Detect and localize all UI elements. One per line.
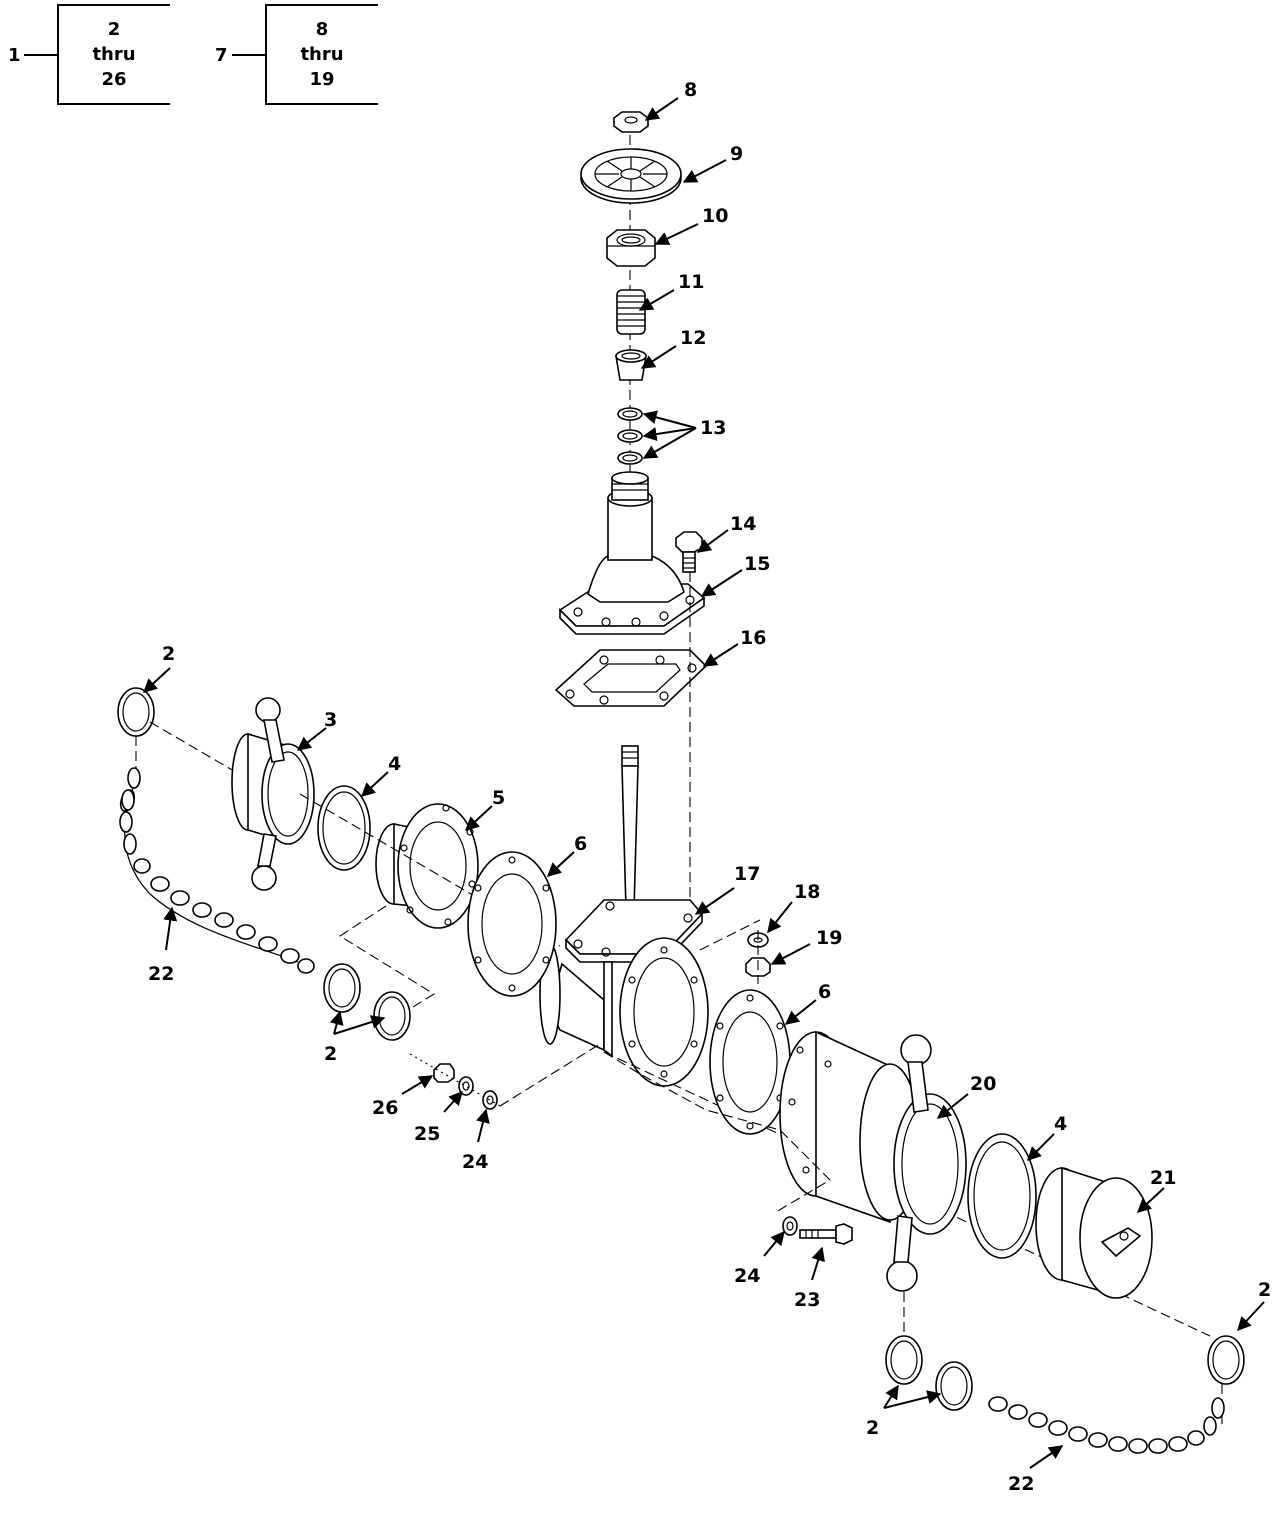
part-bolt-23 bbox=[799, 1223, 853, 1245]
part-spring bbox=[616, 289, 646, 335]
part-gasket-ring-left bbox=[317, 785, 371, 871]
group-box-line1: 8 bbox=[316, 19, 329, 40]
group-box-1: 1 2 thru 26 bbox=[8, 4, 170, 105]
bracket-line-right bbox=[603, 1051, 831, 1213]
callout-label: 18 bbox=[794, 881, 820, 903]
callout-label: 3 bbox=[324, 709, 337, 731]
callout-label: 2 bbox=[162, 643, 175, 665]
callout-label: 10 bbox=[702, 205, 728, 227]
callout-label: 15 bbox=[744, 553, 770, 575]
part-handwheel bbox=[580, 148, 682, 204]
part-gasket-ring-right bbox=[967, 1133, 1037, 1259]
part-flat-washer-left bbox=[482, 1090, 498, 1110]
callout-label: 11 bbox=[678, 271, 704, 293]
callout-label: 5 bbox=[492, 787, 505, 809]
group-box-index: 1 bbox=[8, 45, 21, 66]
part-chain-right bbox=[988, 1396, 1225, 1454]
group-box-line2: thru bbox=[92, 44, 135, 65]
part-flange-adapter bbox=[375, 803, 479, 929]
callout-arrows bbox=[142, 97, 1265, 1469]
part-bonnet bbox=[558, 471, 706, 635]
callout-label: 4 bbox=[1054, 1113, 1067, 1135]
part-chain-ring-lower-right-a bbox=[885, 1335, 923, 1385]
part-dust-plug bbox=[1035, 1166, 1153, 1299]
part-flat-washer-right bbox=[782, 1216, 798, 1236]
callout-label: 17 bbox=[734, 863, 760, 885]
part-chain-ring-lower-right-b bbox=[935, 1361, 973, 1411]
callout-label: 21 bbox=[1150, 1167, 1176, 1189]
part-gland bbox=[615, 349, 647, 381]
group-box-line3: 19 bbox=[309, 69, 334, 90]
callout-label: 14 bbox=[730, 513, 756, 535]
callout-label: 8 bbox=[684, 79, 697, 101]
part-chain-ring-right bbox=[1207, 1335, 1245, 1385]
part-valve-body bbox=[539, 899, 709, 1087]
axis-line-left bbox=[299, 793, 561, 947]
callout-label: 19 bbox=[816, 927, 842, 949]
group-box-line1: 2 bbox=[108, 19, 121, 40]
callout-label: 16 bbox=[740, 627, 766, 649]
callout-label: 6 bbox=[574, 833, 587, 855]
part-chain-ring-upper-left bbox=[117, 687, 155, 737]
part-lock-washer bbox=[458, 1076, 474, 1096]
callout-label: 2 bbox=[1258, 1279, 1271, 1301]
callout-label: 2 bbox=[324, 1043, 337, 1065]
callout-label: 12 bbox=[680, 327, 706, 349]
callout-label: 20 bbox=[970, 1073, 996, 1095]
callout-label: 13 bbox=[700, 417, 726, 439]
callout-label: 24 bbox=[462, 1151, 488, 1173]
part-chain-ring-lower-left-b bbox=[373, 991, 411, 1041]
hardware-axis-right bbox=[699, 919, 761, 951]
axis-line-left-upper bbox=[149, 721, 247, 779]
group-box-line3: 26 bbox=[101, 69, 126, 90]
callout-labels: 8 9 10 11 12 13 14 15 16 2 3 4 5 6 17 18… bbox=[148, 79, 1271, 1495]
bracket-line-left bbox=[338, 905, 436, 1011]
callout-label: 25 bbox=[414, 1123, 440, 1145]
part-bonnet-gasket bbox=[554, 649, 708, 707]
part-hex-nut-small bbox=[613, 111, 649, 133]
part-chain-left bbox=[119, 767, 315, 974]
callout-label: 6 bbox=[818, 981, 831, 1003]
callout-label: 22 bbox=[148, 963, 174, 985]
part-flange-gasket-right bbox=[709, 989, 791, 1135]
part-packing-nut bbox=[606, 229, 656, 267]
callout-label: 26 bbox=[372, 1097, 398, 1119]
part-cam-coupler-left bbox=[231, 697, 315, 891]
callout-label: 22 bbox=[1008, 1473, 1034, 1495]
part-flange-gasket-left bbox=[467, 851, 557, 997]
part-bolt-bonnet bbox=[675, 531, 703, 573]
callout-label: 9 bbox=[730, 143, 743, 165]
group-box-7: 7 8 thru 19 bbox=[215, 4, 378, 105]
hardware-bracket-left bbox=[499, 1043, 601, 1107]
callout-label: 4 bbox=[388, 753, 401, 775]
part-chain-ring-lower-left-a bbox=[323, 963, 361, 1013]
callout-label: 2 bbox=[866, 1417, 879, 1439]
group-box-line2: thru bbox=[300, 44, 343, 65]
callout-label: 24 bbox=[734, 1265, 760, 1287]
callout-label: 23 bbox=[794, 1289, 820, 1311]
part-flanged-coupler bbox=[779, 1030, 967, 1292]
part-packing-rings bbox=[617, 407, 643, 465]
group-box-index: 7 bbox=[215, 45, 228, 66]
part-nut-small bbox=[433, 1063, 455, 1083]
